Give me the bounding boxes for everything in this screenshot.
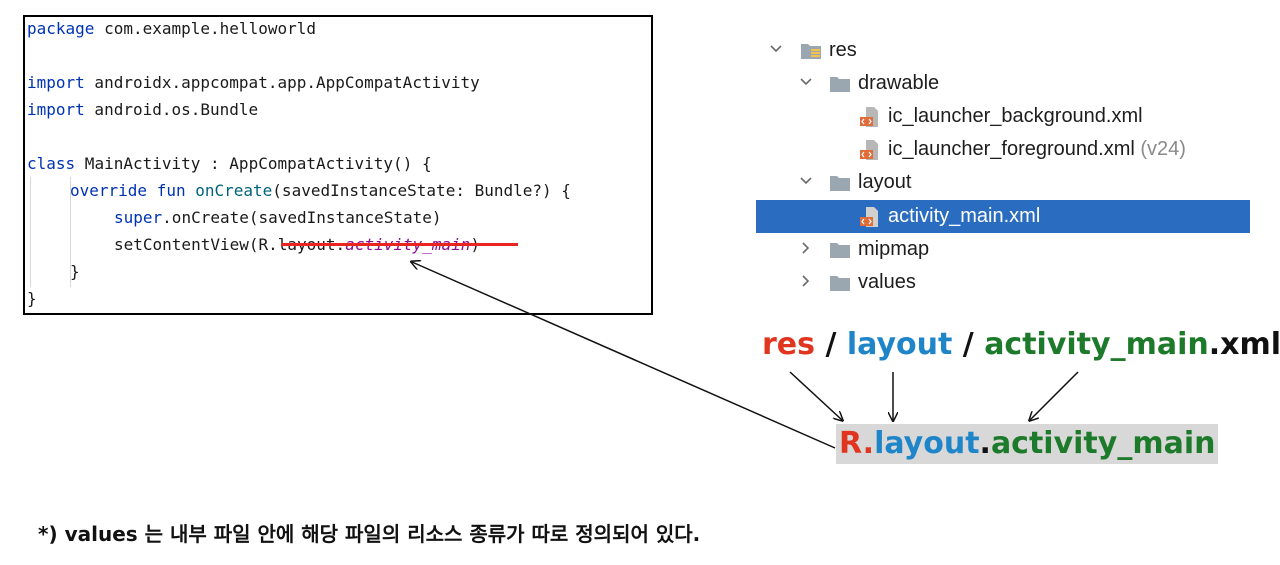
keyword: class: [27, 154, 76, 173]
code-text: androidx.appcompat.app.AppCompatActivity: [84, 73, 480, 92]
r-class: R.: [839, 426, 875, 461]
folder-icon: [829, 272, 851, 294]
tree-item-ic-launcher-background[interactable]: ic_launcher_background.xml: [756, 100, 1250, 133]
footnote: *) values 는 내부 파일 안에 해당 파일의 리소스 종류가 따로 정…: [38, 522, 701, 546]
tree-label: ic_launcher_foreground.xml (v24): [888, 138, 1186, 161]
keyword: override fun: [70, 181, 186, 200]
folder-icon: [829, 239, 851, 261]
path-extension: .xml: [1208, 327, 1280, 362]
code-line-oncreate: override fun onCreate(savedInstanceState…: [70, 180, 571, 202]
code-line-class: class MainActivity : AppCompatActivity()…: [27, 153, 432, 175]
resource-path-label: res / layout / activity_main.xml: [762, 320, 1280, 370]
tree-item-res[interactable]: res: [756, 34, 1250, 67]
code-line-import-appcompat: import androidx.appcompat.app.AppCompatA…: [27, 72, 480, 94]
project-tree: res drawable ic_launcher_background.xml …: [756, 34, 1256, 304]
chevron-right-icon[interactable]: [798, 239, 814, 257]
code-text: MainActivity : AppCompatActivity() {: [75, 154, 432, 173]
keyword: import: [27, 73, 85, 92]
xml-file-icon: [859, 106, 881, 128]
tree-item-mipmap[interactable]: mipmap: [756, 233, 1250, 266]
tree-label: res: [829, 39, 857, 61]
red-underline: [281, 243, 518, 246]
tree-item-drawable[interactable]: drawable: [756, 67, 1250, 100]
chevron-right-icon[interactable]: [798, 272, 814, 290]
path-layout: layout: [846, 327, 953, 362]
code-text: }: [70, 262, 80, 281]
arrow-res-to-r: [789, 371, 842, 420]
keyword: package: [27, 19, 95, 38]
code-line-close-method: }: [70, 261, 80, 283]
r-dot: .: [979, 426, 991, 461]
code-text: }: [27, 289, 37, 308]
chevron-down-icon[interactable]: [768, 40, 784, 58]
indent-guide: [30, 177, 31, 287]
tree-label: ic_launcher_background.xml: [888, 105, 1143, 127]
r-name: activity_main: [990, 426, 1216, 461]
code-line-super: super.onCreate(savedInstanceState): [114, 207, 442, 229]
tree-label: activity_main.xml: [888, 205, 1041, 227]
function-name: onCreate: [195, 181, 273, 200]
code-listing: package com.example.helloworld import an…: [25, 17, 651, 313]
code-text: android.os.Bundle: [84, 100, 259, 119]
chevron-down-icon[interactable]: [798, 172, 814, 190]
tree-item-layout[interactable]: layout: [756, 166, 1250, 199]
arrow-name-to-r: [1030, 371, 1079, 420]
path-res: res: [762, 327, 815, 362]
folder-icon: [829, 172, 851, 194]
tree-label: values: [858, 271, 916, 293]
code-line-package: package com.example.helloworld: [27, 18, 316, 40]
arrow-r-to-code: [412, 262, 836, 449]
tree-label: drawable: [858, 72, 940, 94]
file-name: ic_launcher_foreground.xml: [888, 138, 1135, 160]
keyword: super: [114, 208, 163, 227]
xml-file-icon: [859, 139, 881, 161]
path-separator: /: [815, 327, 847, 362]
r-layout: layout: [874, 426, 980, 461]
tree-item-ic-launcher-foreground[interactable]: ic_launcher_foreground.xml (v24): [756, 133, 1250, 166]
code-text: (savedInstanceState: Bundle?) {: [272, 181, 571, 200]
indent-guide: [70, 177, 71, 287]
path-separator: /: [952, 327, 985, 362]
code-text: setContentView(R.layout.: [114, 235, 346, 254]
tree-item-values[interactable]: values: [756, 266, 1250, 299]
code-panel: package com.example.helloworld import an…: [23, 15, 653, 315]
r-reference-label: R.layout.activity_main: [836, 424, 1219, 464]
tree-label: mipmap: [858, 238, 930, 260]
code-text: com.example.helloworld: [94, 19, 316, 38]
xml-file-icon: [859, 206, 881, 228]
keyword: import: [27, 100, 85, 119]
folder-icon: [829, 73, 851, 95]
code-line-close-class: }: [27, 288, 37, 310]
tree-item-activity-main-selected[interactable]: activity_main.xml: [756, 200, 1250, 233]
chevron-down-icon[interactable]: [798, 73, 814, 91]
code-text: .onCreate(savedInstanceState): [162, 208, 442, 227]
path-file-name: activity_main: [984, 327, 1209, 362]
resource-folder-icon: [800, 40, 822, 62]
code-line-import-bundle: import android.os.Bundle: [27, 99, 258, 121]
tree-label: layout: [858, 171, 912, 193]
version-qualifier: (v24): [1140, 138, 1186, 160]
